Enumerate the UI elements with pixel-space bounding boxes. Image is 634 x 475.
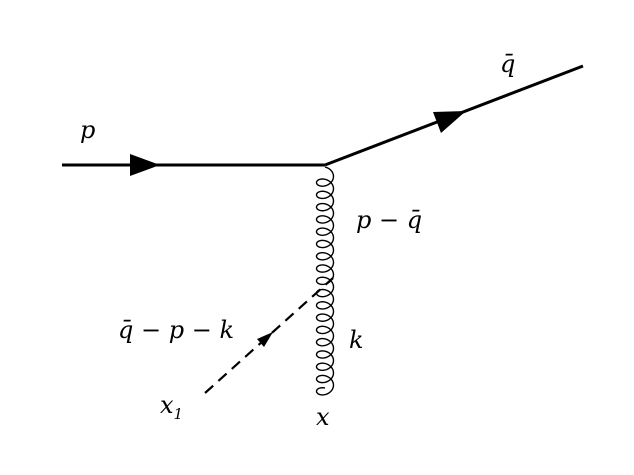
label-p-minus-qbar: p − q̄ (356, 206, 422, 234)
label-x1-subscript: 1 (174, 405, 184, 423)
dashed-line (204, 277, 334, 394)
label-p: p (80, 116, 95, 144)
label-x: x (316, 403, 330, 431)
outgoing-arrow (433, 111, 466, 133)
dashed-arrow (257, 332, 273, 347)
gluon-line (315, 166, 335, 396)
label-k: k (349, 326, 364, 354)
label-qbar: q̄ (500, 50, 515, 78)
label-qbar-minus-p-minus-k: q̄ − p − k (118, 316, 234, 344)
label-x1: x1 (160, 391, 183, 423)
label-x1-base: x (160, 391, 174, 419)
incoming-arrow (130, 154, 160, 176)
